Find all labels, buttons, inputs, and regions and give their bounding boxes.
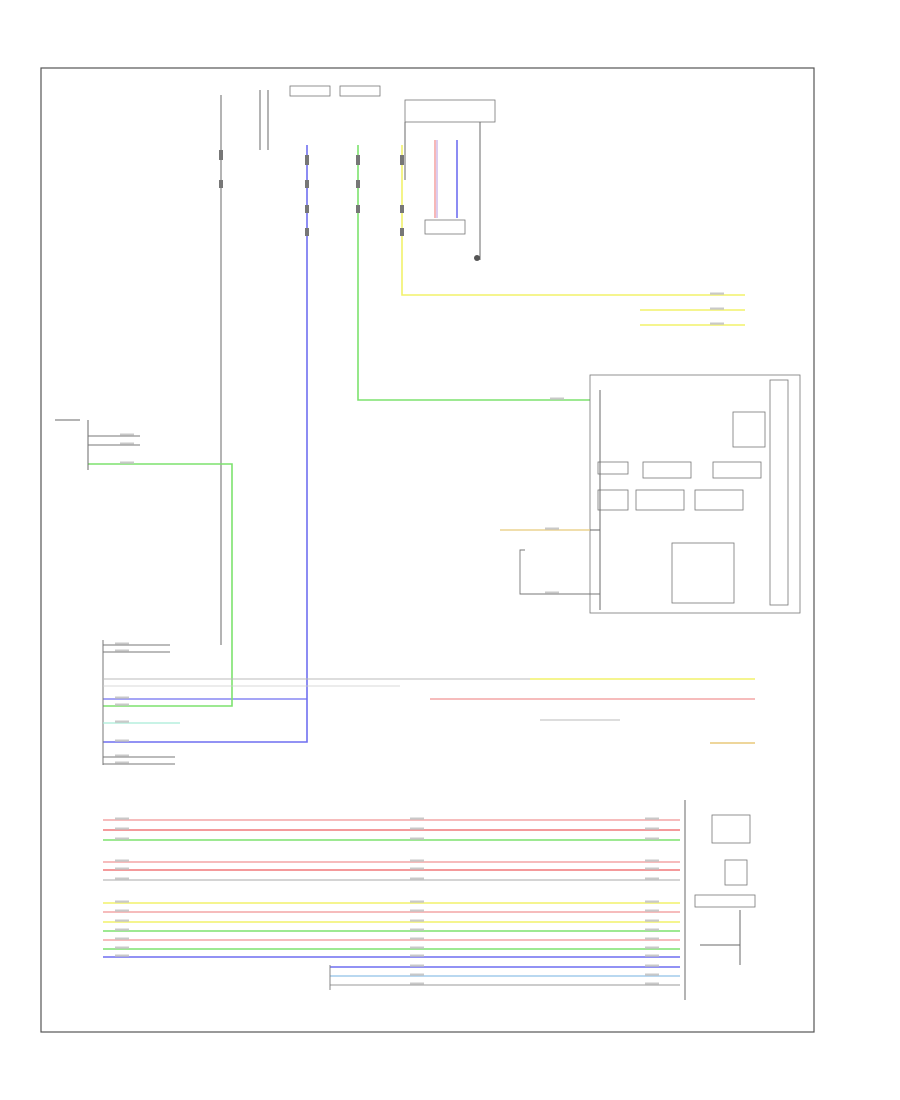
wire-code-mark [710, 307, 724, 310]
sensor-component [684, 800, 756, 1000]
wire-code-mark [645, 919, 659, 922]
control-unit-block [500, 374, 801, 614]
wire-code-mark [550, 397, 564, 400]
wire-code-mark [115, 754, 129, 757]
wire-code-mark [710, 292, 724, 295]
wire-code-mark [645, 859, 659, 862]
wire-blue-main [103, 145, 308, 743]
wire-code-mark [645, 973, 659, 976]
wire-code-mark [115, 946, 129, 949]
wire-code-mark [410, 982, 424, 985]
wire-code-mark [115, 761, 129, 764]
wire-code-mark [120, 442, 134, 445]
top-connectors [219, 150, 404, 236]
wire-code-mark [115, 827, 129, 830]
wire-code-mark [410, 919, 424, 922]
wire-code-mark [645, 946, 659, 949]
wire-code-mark [115, 937, 129, 940]
wire-code-mark [410, 946, 424, 949]
wire-code-mark [410, 859, 424, 862]
wire-code-mark [120, 433, 134, 436]
wire-code-mark [410, 928, 424, 931]
wire-green-main [357, 145, 590, 401]
wire-code-mark [410, 817, 424, 820]
wire-code-mark [410, 867, 424, 870]
wire-code-mark [545, 591, 559, 594]
left-connector-block [55, 419, 140, 470]
wire-code-mark [645, 827, 659, 830]
wire-code-mark [645, 877, 659, 880]
diagram-frame [40, 67, 815, 1033]
wire-code-mark [115, 867, 129, 870]
wire-code-mark [120, 461, 134, 464]
wire-code-mark [645, 982, 659, 985]
wire-code-mark [115, 837, 129, 840]
wire-code-mark [410, 900, 424, 903]
wire-code-mark [115, 877, 129, 880]
middle-wires [102, 640, 755, 765]
wire-code-mark [645, 900, 659, 903]
wire-code-mark [645, 964, 659, 967]
wire-code-mark [645, 817, 659, 820]
wire-code-mark [115, 859, 129, 862]
bottom-wire-bundle [103, 819, 680, 990]
wire-code-mark [710, 322, 724, 325]
wire-code-mark [645, 928, 659, 931]
wire-code-mark [115, 928, 129, 931]
wire-code-mark [410, 877, 424, 880]
wire-code-mark [645, 954, 659, 957]
wire-code-mark [645, 867, 659, 870]
wire-code-mark [115, 919, 129, 922]
wire-code-mark [410, 973, 424, 976]
wire-green-left [88, 463, 233, 707]
wire-code-mark [115, 642, 129, 645]
ground-icon [474, 255, 480, 261]
wire-code-mark [410, 837, 424, 840]
wire-code-mark [645, 909, 659, 912]
wire-code-mark [115, 909, 129, 912]
wire-code-mark [410, 909, 424, 912]
connector-markers [115, 292, 724, 985]
wire-yellow-top [401, 145, 745, 326]
wire-code-mark [115, 720, 129, 723]
wire-code-mark [410, 827, 424, 830]
wire-code-mark [115, 900, 129, 903]
wire-code-mark [115, 817, 129, 820]
wire-code-mark [410, 937, 424, 940]
wire-code-mark [115, 739, 129, 742]
wire-code-mark [115, 649, 129, 652]
wire-code-mark [645, 937, 659, 940]
wire-code-mark [115, 696, 129, 699]
wire-code-mark [115, 703, 129, 706]
wire-code-mark [645, 837, 659, 840]
wire-code-mark [410, 954, 424, 957]
wire-code-mark [545, 527, 559, 530]
wire-code-mark [115, 954, 129, 957]
wire-code-mark [410, 964, 424, 967]
wire-pink-top [434, 140, 438, 218]
